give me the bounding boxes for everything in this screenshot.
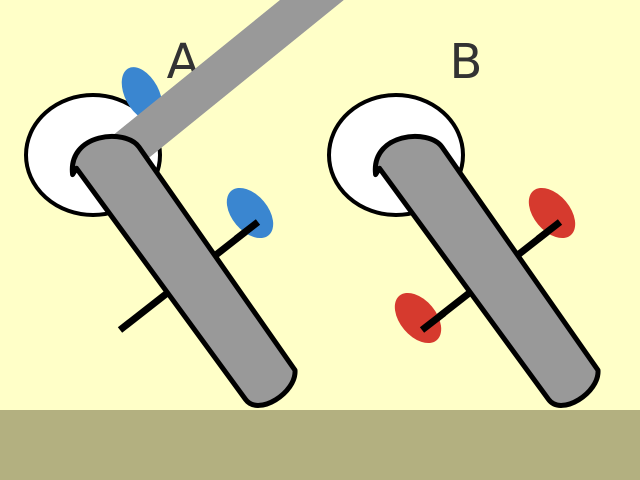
panel-b-axle-tip: [535, 219, 563, 242]
panel-b-left-charge: [394, 292, 442, 344]
panel-a-tube-body: [70, 133, 298, 408]
panel-b: B: [327, 34, 601, 408]
panel-a-right-charge: [226, 187, 274, 239]
panel-b-axle-tail: [419, 310, 447, 333]
panel-a-axle-tip: [233, 219, 261, 242]
panel-a: A: [24, 0, 344, 408]
panel-a-tube: [80, 0, 344, 193]
panel-b-label: B: [450, 34, 483, 90]
panel-b-tube-body: [373, 133, 601, 408]
panel-b-right-charge: [528, 187, 576, 239]
ground: [0, 410, 640, 480]
